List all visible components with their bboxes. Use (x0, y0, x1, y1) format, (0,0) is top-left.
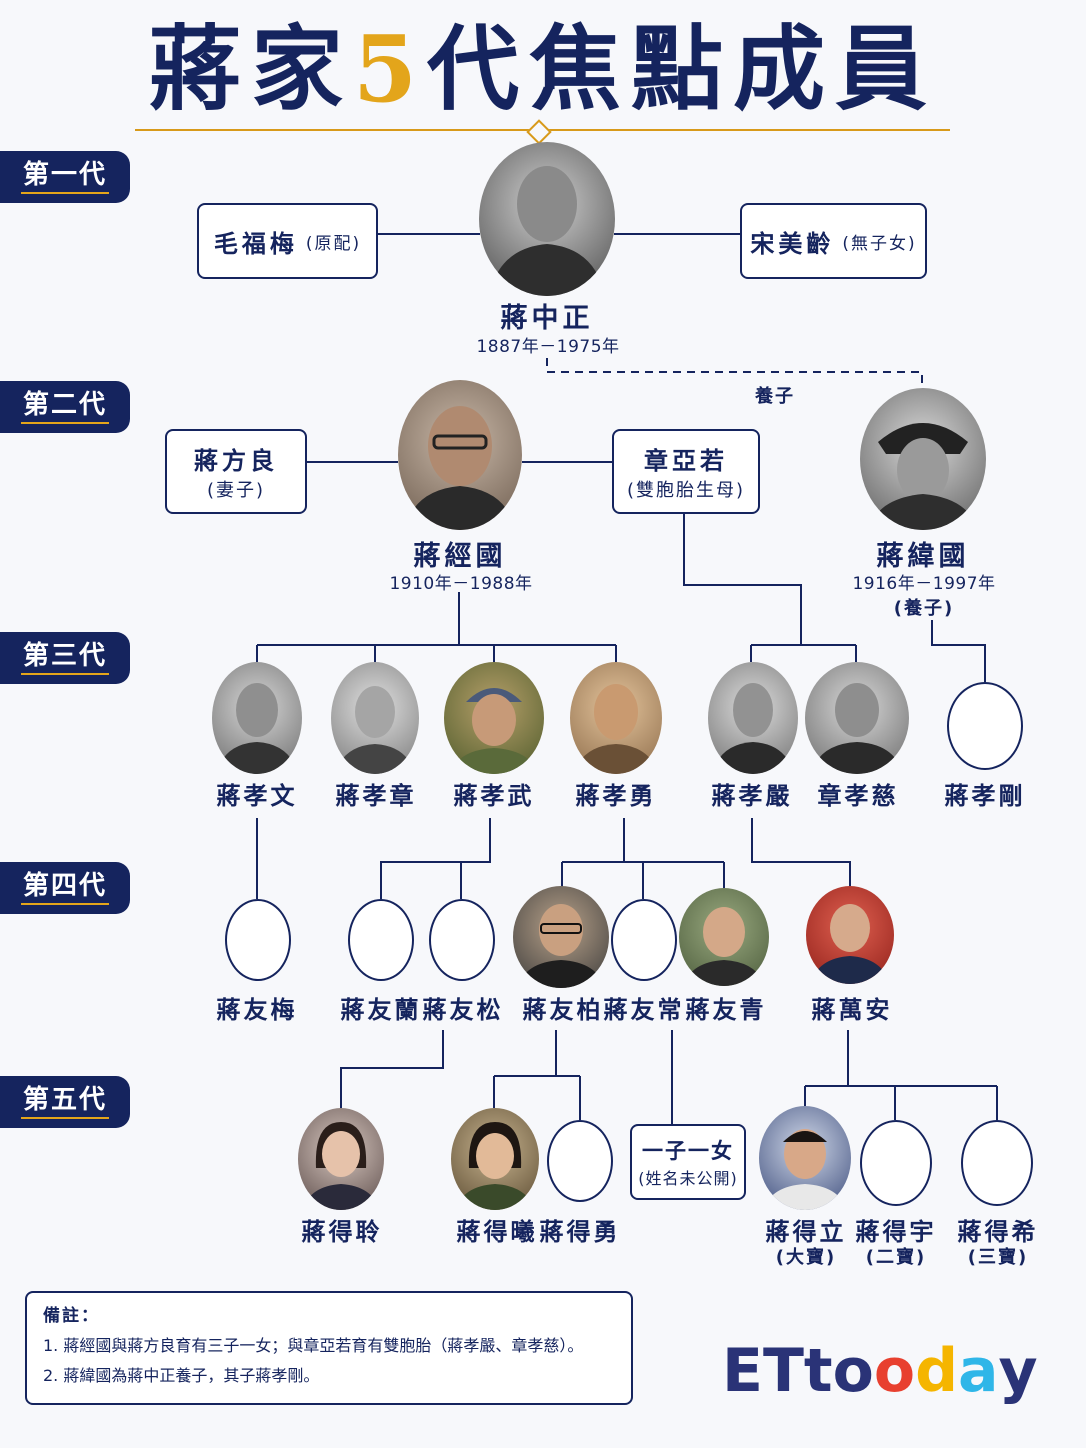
person-name: 蔣中正 (500, 303, 594, 334)
person-name: 蔣得聆 (301, 1218, 383, 1246)
person-name: 蔣經國 (413, 541, 507, 572)
person-box-zhang-yaruo: 章亞若 (雙胞胎生母) (612, 429, 760, 514)
person-name: 蔣萬安 (811, 996, 893, 1024)
person-box-mao-fumei: 毛福梅 (原配) (197, 203, 378, 279)
portrait-photo (679, 888, 769, 986)
gen-tab-4: 第四代 (0, 862, 130, 914)
logo-letter-d: d (915, 1336, 959, 1406)
unknown-person-circle (947, 682, 1023, 770)
person-name: 蔣孝勇 (575, 782, 657, 810)
portrait-photo (479, 142, 615, 296)
unknown-person-circle (860, 1120, 932, 1206)
title-part1: 蔣家 (148, 15, 353, 123)
person-note: (姓名未公開) (638, 1169, 738, 1188)
person-note: (三寶) (967, 1247, 1029, 1268)
page-title: 蔣家5代焦點成員 (0, 14, 1086, 124)
gen-tab-label: 第四代 (20, 871, 109, 905)
person-name: 蔣得宇 (855, 1218, 937, 1246)
portrait-photo (759, 1106, 851, 1210)
portrait-photo (331, 662, 419, 774)
gen-tab-label: 第一代 (20, 160, 109, 194)
logo-letter-o: o (873, 1336, 916, 1406)
person-name: 蔣孝章 (335, 782, 417, 810)
person-name: 蔣孝嚴 (711, 782, 793, 810)
person-note: (原配) (305, 233, 362, 254)
person-name: 蔣友梅 (216, 996, 298, 1024)
gen-tab-3: 第三代 (0, 632, 130, 684)
person-name: 蔣友常 (603, 996, 685, 1024)
portrait-photo (570, 662, 662, 774)
person-box-fang-liang: 蔣方良 (妻子) (165, 429, 307, 514)
portrait-photo (212, 662, 302, 774)
unknown-person-circle (225, 899, 291, 981)
person-name: 宋美齡 (750, 229, 835, 258)
gen-tab-5: 第五代 (0, 1076, 130, 1128)
notes-box: 備註： 1. 蔣經國與蔣方良育有三子一女；與章亞若育有雙胞胎（蔣孝嚴、章孝慈）。… (25, 1291, 633, 1405)
unknown-person-circle (611, 899, 677, 981)
logo-letter-a: a (958, 1336, 999, 1406)
person-name: 蔣得立 (765, 1218, 847, 1246)
notes-item: 2. 蔣緯國為蔣中正養子，其子蔣孝剛。 (43, 1366, 320, 1385)
unknown-person-circle (961, 1120, 1033, 1206)
adoption-label: 養子 (755, 386, 795, 407)
gen-tab-2: 第二代 (0, 381, 130, 433)
person-note: (無子女) (842, 233, 917, 254)
title-number: 5 (352, 15, 427, 123)
gen-tab-label: 第二代 (20, 390, 109, 424)
person-name: 蔣緯國 (876, 541, 970, 572)
person-name: 毛福梅 (213, 229, 298, 258)
person-name: 蔣友柏 (522, 996, 604, 1024)
person-name: 蔣友青 (685, 996, 767, 1024)
person-box-soong-meiling: 宋美齡 (無子女) (740, 203, 927, 279)
gen-tab-label: 第五代 (20, 1085, 109, 1119)
notes-item: 1. 蔣經國與蔣方良育有三子一女；與章亞若育有雙胞胎（蔣孝嚴、章孝慈）。 (43, 1336, 584, 1355)
person-box-unnamed-children: 一子一女 (姓名未公開) (630, 1124, 746, 1200)
portrait-photo (860, 388, 986, 530)
gen-tab-label: 第三代 (20, 641, 109, 675)
person-years: 1887年－1975年 (476, 337, 620, 357)
portrait-photo (451, 1108, 539, 1210)
logo-text: ETto (722, 1336, 874, 1406)
person-note: (大寶) (775, 1247, 837, 1268)
portrait-photo (444, 662, 544, 774)
person-name: 蔣得勇 (539, 1218, 621, 1246)
person-name: 蔣孝文 (216, 782, 298, 810)
person-note: (養子) (893, 598, 955, 619)
person-years: 1910年－1988年 (389, 574, 533, 594)
unknown-person-circle (547, 1120, 613, 1202)
person-name: 章亞若 (644, 447, 728, 475)
person-name: 蔣方良 (194, 447, 278, 475)
person-name: 蔣孝武 (453, 782, 535, 810)
person-name: 蔣孝剛 (944, 782, 1026, 810)
portrait-photo (513, 886, 609, 988)
person-name: 一子一女 (642, 1139, 734, 1163)
portrait-photo (708, 662, 798, 774)
unknown-person-circle (429, 899, 495, 981)
person-note: (雙胞胎生母) (626, 480, 746, 501)
logo-letter-y: y (998, 1336, 1038, 1406)
portrait-photo (298, 1108, 384, 1210)
person-years: 1916年－1997年 (852, 574, 996, 594)
person-name: 蔣友蘭 (340, 996, 422, 1024)
person-name: 蔣得希 (957, 1218, 1039, 1246)
portrait-photo (806, 886, 894, 984)
title-part2: 代焦點成員 (427, 15, 938, 123)
person-name: 章孝慈 (817, 782, 899, 810)
portrait-photo (805, 662, 909, 774)
portrait-photo (398, 380, 522, 530)
gen-tab-1: 第一代 (0, 151, 130, 203)
person-note: (二寶) (865, 1247, 927, 1268)
person-name: 蔣友松 (422, 996, 504, 1024)
person-note: (妻子) (206, 480, 266, 501)
unknown-person-circle (348, 899, 414, 981)
notes-title: 備註： (43, 1306, 100, 1326)
person-name: 蔣得曦 (456, 1218, 538, 1246)
